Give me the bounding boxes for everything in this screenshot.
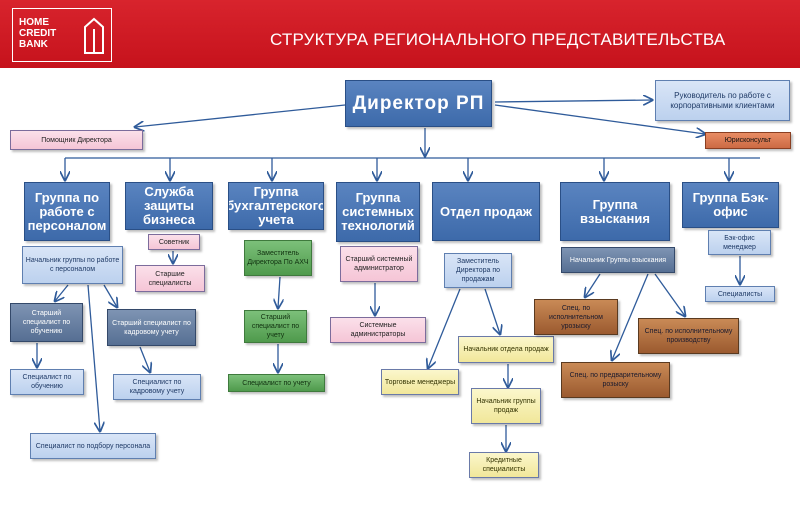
hr-recruit-box: Специалист по подбору персонала bbox=[30, 433, 156, 459]
sec-senior-box: Старшие специалисты bbox=[135, 265, 205, 292]
col-enf-spec-box: Спец. по исполнительном урозыску bbox=[534, 299, 618, 335]
hr-senior-training-label: Старший специалист по обучению bbox=[22, 310, 71, 335]
sec-adviser-label: Советник bbox=[158, 238, 190, 246]
group-training: Группа по работе с персоналом bbox=[24, 182, 110, 241]
hr-head-label: Начальник группы по работе с персоналом bbox=[25, 257, 120, 273]
acc-senior-label: Старший специалист по учету bbox=[251, 314, 300, 339]
sales-group-head-label: Начальник группы продаж bbox=[476, 398, 536, 414]
group-sales-label: Отдел продаж bbox=[440, 203, 532, 219]
hr-senior-training-box: Старший специалист по обучению bbox=[10, 303, 83, 342]
it-admins-label: Системные администраторы bbox=[350, 322, 406, 338]
acc-spec-label: Специалист по учету bbox=[242, 379, 311, 387]
acc-deputy-label: Заместитель Директора По АХЧ bbox=[247, 250, 309, 266]
group-sales: Отдел продаж bbox=[432, 182, 540, 241]
bo-spec-box: Специалисты bbox=[705, 286, 775, 302]
group-security: Служба защиты бизнеса bbox=[125, 182, 213, 230]
sales-trade-box: Торговые менеджеры bbox=[381, 369, 459, 395]
group-accounting: Группа бухгалтерского учета bbox=[228, 182, 324, 230]
assistant-box: Помощник Директора bbox=[10, 130, 143, 150]
hr-training-label: Специалист по обучению bbox=[22, 374, 72, 390]
hr-head-box: Начальник группы по работе с персоналом bbox=[22, 246, 123, 284]
sales-head-box: Начальник отдела продаж bbox=[458, 336, 554, 363]
logo-house-icon bbox=[84, 17, 104, 54]
group-collection-label: Группа взыскания bbox=[580, 196, 650, 226]
group-backoffice-label: Группа Бэк-офис bbox=[692, 190, 769, 219]
col-head-box: Начальник Группы взыскания bbox=[561, 247, 675, 273]
header-banner: HOME CREDIT BANK СТРУКТУРА РЕГИОНАЛЬНОГО… bbox=[0, 0, 800, 68]
sales-group-head-box: Начальник группы продаж bbox=[471, 388, 541, 424]
col-pre-box: Спец. по предварительному розыску bbox=[561, 362, 670, 398]
logo-text: HOME CREDIT BANK bbox=[19, 17, 57, 50]
acc-spec-box: Специалист по учету bbox=[228, 374, 325, 392]
sales-credit-label: Кредитные специалисты bbox=[482, 457, 526, 473]
hr-senior-hr-label: Старший специалист по кадровому учету bbox=[112, 319, 191, 336]
page-title: СТРУКТУРА РЕГИОНАЛЬНОГО ПРЕДСТАВИТЕЛЬСТВ… bbox=[270, 30, 726, 49]
sales-deputy-label: Заместитель Директора по продажам bbox=[455, 258, 500, 283]
group-collection: Группа взыскания bbox=[560, 182, 670, 241]
group-training-label: Группа по работе с персоналом bbox=[27, 189, 107, 233]
hr-hr-box: Специалист по кадровому учету bbox=[113, 374, 201, 400]
it-admins-box: Системные администраторы bbox=[330, 317, 426, 343]
corporate-manager-box: Руководитель по работе с корпоративными … bbox=[655, 80, 790, 121]
col-head-label: Начальник Группы взыскания bbox=[569, 256, 667, 264]
legal-box: Юрисконсульт bbox=[705, 132, 791, 149]
hr-recruit-label: Специалист по подбору персонала bbox=[35, 442, 151, 450]
col-enf-prod-box: Спец. по исполнительному производству bbox=[638, 318, 739, 354]
sales-credit-box: Кредитные специалисты bbox=[469, 452, 539, 478]
group-security-label: Служба защиты бизнеса bbox=[142, 184, 195, 227]
assistant-label: Помощник Директора bbox=[41, 136, 112, 144]
acc-deputy-box: Заместитель Директора По АХЧ bbox=[244, 240, 312, 276]
group-accounting-label: Группа бухгалтерского учета bbox=[228, 184, 324, 227]
sales-trade-label: Торговые менеджеры bbox=[384, 378, 456, 386]
acc-senior-box: Старший специалист по учету bbox=[244, 310, 307, 343]
bo-spec-label: Специалисты bbox=[717, 290, 763, 298]
corporate-manager-label: Руководитель по работе с корпоративными … bbox=[670, 90, 775, 110]
it-senior-box: Старший системный администратор bbox=[340, 246, 418, 282]
sec-adviser-box: Советник bbox=[148, 234, 200, 250]
hr-hr-label: Специалист по кадровому учету bbox=[129, 379, 185, 395]
sales-deputy-box: Заместитель Директора по продажам bbox=[444, 253, 512, 288]
legal-label: Юрисконсульт bbox=[724, 137, 772, 144]
sales-head-label: Начальник отдела продаж bbox=[463, 346, 549, 353]
director-label: Директор РП bbox=[352, 93, 485, 114]
director-box: Директор РП bbox=[345, 80, 492, 127]
group-it: Группа системных технологий bbox=[336, 182, 420, 242]
col-enf-spec-label: Спец. по исполнительном урозыску bbox=[549, 304, 603, 330]
home-credit-logo: HOME CREDIT BANK bbox=[12, 8, 112, 62]
sec-senior-label: Старшие специалисты bbox=[148, 270, 192, 287]
hr-senior-hr-box: Старший специалист по кадровому учету bbox=[107, 309, 196, 346]
group-it-label: Группа системных технологий bbox=[341, 190, 415, 233]
col-enf-prod-label: Спец. по исполнительному производству bbox=[644, 328, 733, 344]
hr-training-box: Специалист по обучению bbox=[10, 369, 84, 395]
it-senior-label: Старший системный администратор bbox=[345, 256, 413, 272]
col-pre-label: Спец. по предварительному розыску bbox=[569, 372, 662, 388]
bo-manager-label: Бэк-офис менеджер bbox=[723, 234, 756, 251]
group-backoffice: Группа Бэк-офис bbox=[682, 182, 779, 228]
bo-manager-box: Бэк-офис менеджер bbox=[708, 230, 771, 255]
